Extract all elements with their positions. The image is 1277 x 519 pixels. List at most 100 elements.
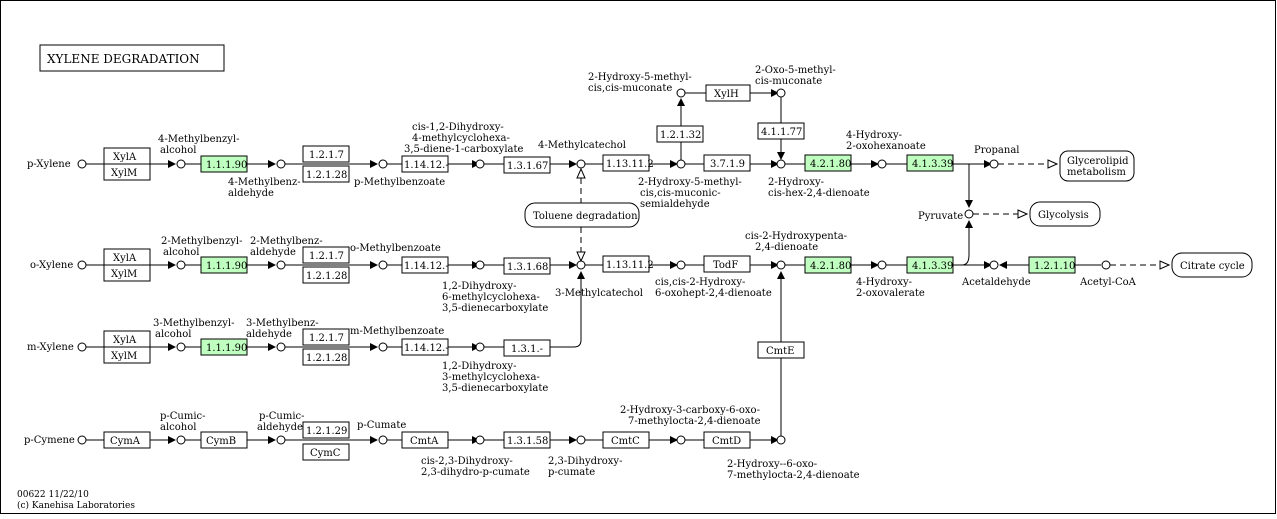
pathway-label[interactable]: metabolism <box>1067 167 1126 178</box>
enzyme-box[interactable] <box>503 257 551 275</box>
enzyme-box[interactable] <box>103 431 151 449</box>
compound-label[interactable]: 1,2-Dihydroxy- <box>442 361 516 372</box>
compound-label[interactable]: m-Methylbenzoate <box>350 326 444 337</box>
enzyme-label[interactable]: 4.2.1.80 <box>810 159 851 170</box>
compound-label[interactable]: cis,cis-muconic- <box>640 188 721 199</box>
compound-node[interactable] <box>276 342 286 352</box>
compound-label[interactable]: 2-Hydroxy-5-methyl- <box>588 72 692 83</box>
enzyme-label[interactable]: XylM <box>111 351 137 362</box>
enzyme-box[interactable] <box>302 165 350 183</box>
enzyme-label[interactable]: XylA <box>113 335 137 346</box>
enzyme-box[interactable] <box>757 341 805 359</box>
compound-node[interactable] <box>877 260 887 270</box>
enzyme-label[interactable]: XylH <box>714 89 739 100</box>
enzyme-label[interactable]: CmtC <box>611 436 640 447</box>
enzyme-label[interactable]: 1.2.1.7 <box>309 251 344 262</box>
enzyme-label[interactable]: 1.2.1.28 <box>306 170 347 181</box>
compound-label[interactable]: cis,cis-muconate <box>588 83 672 94</box>
pathway-label[interactable]: Glycolysis <box>1038 210 1089 221</box>
enzyme-label[interactable]: 4.1.3.39 <box>912 261 953 272</box>
compound-node[interactable] <box>989 159 999 169</box>
compound-node[interactable] <box>776 159 786 169</box>
compound-node[interactable] <box>475 342 485 352</box>
compound-node[interactable] <box>676 159 686 169</box>
compound-node[interactable] <box>776 88 786 98</box>
enzyme-label[interactable]: 1.2.1.28 <box>306 271 347 282</box>
enzyme-box[interactable] <box>302 145 350 163</box>
enzyme-box[interactable] <box>200 431 248 449</box>
compound-label[interactable]: 3-Methylcatechol <box>555 288 643 299</box>
compound-label[interactable]: cis-muconate <box>755 76 822 87</box>
compound-node[interactable] <box>77 260 87 270</box>
compound-label[interactable]: cis-1,2-Dihydroxy- <box>412 122 504 133</box>
compound-label[interactable]: o-Methylbenzoate <box>350 243 441 254</box>
compound-label[interactable]: 4-Hydroxy- <box>846 130 902 141</box>
enzyme-box[interactable] <box>1028 256 1076 274</box>
enzyme-box[interactable] <box>103 163 151 181</box>
compound-node[interactable] <box>676 88 686 98</box>
compound-label[interactable]: 2-oxovalerate <box>856 288 925 299</box>
compound-node[interactable] <box>378 260 388 270</box>
enzyme-label[interactable]: CmtD <box>712 436 741 447</box>
enzyme-label[interactable]: CmtE <box>766 346 794 357</box>
enzyme-label[interactable]: 1.2.1.10 <box>1034 261 1075 272</box>
compound-label[interactable]: 6-methylcyclohexa- <box>442 292 540 303</box>
compound-label[interactable]: p-Methylbenzoate <box>354 177 445 188</box>
enzyme-label[interactable]: 1.1.1.90 <box>206 261 247 272</box>
compound-label[interactable]: 2-Hydroxy-5-methyl- <box>638 177 742 188</box>
pathway-label[interactable]: Toluene degradation <box>533 211 638 222</box>
compound-label[interactable]: alcohol <box>163 247 199 258</box>
enzyme-box[interactable] <box>602 431 650 449</box>
compound-node[interactable] <box>776 260 786 270</box>
enzyme-box[interactable] <box>804 154 852 172</box>
enzyme-label[interactable]: XylM <box>111 168 137 179</box>
compound-label[interactable]: 3-Methylbenz- <box>246 318 319 329</box>
compound-node[interactable] <box>576 435 586 445</box>
enzyme-label[interactable]: CmtA <box>410 436 439 447</box>
enzyme-label[interactable]: 1.14.12.- <box>404 160 449 171</box>
enzyme-label[interactable]: TodF <box>713 260 738 271</box>
enzyme-box[interactable] <box>705 84 751 102</box>
compound-label[interactable]: alcohol <box>160 422 196 433</box>
enzyme-label[interactable]: 1.3.1.58 <box>507 436 548 447</box>
compound-label[interactable]: 4-Methylbenz- <box>228 177 301 188</box>
enzyme-box[interactable] <box>503 156 551 174</box>
compound-label[interactable]: p-cumate <box>548 467 595 478</box>
compound-label[interactable]: 3-Methylbenzyl- <box>153 318 234 329</box>
enzyme-label[interactable]: 1.14.12.- <box>404 343 449 354</box>
compound-label[interactable]: 2,4-dienoate <box>755 242 818 253</box>
compound-node[interactable] <box>176 342 186 352</box>
enzyme-box[interactable] <box>906 256 954 274</box>
pathway-box[interactable] <box>1029 201 1101 227</box>
compound-label[interactable]: p-Cumic- <box>259 411 305 422</box>
enzyme-label[interactable]: 1.3.1.67 <box>507 161 548 172</box>
compound-node[interactable] <box>475 435 485 445</box>
enzyme-label[interactable]: 1.13.11.2 <box>606 159 654 170</box>
enzyme-box[interactable] <box>703 255 751 273</box>
compound-label[interactable]: 7-methylocta-2,4-dienoate <box>727 470 860 481</box>
enzyme-label[interactable]: 1.13.11.2 <box>606 260 654 271</box>
compound-label[interactable]: alcohol <box>155 329 191 340</box>
compound-label[interactable]: p-Xylene <box>27 159 71 170</box>
compound-label[interactable]: o-Xylene <box>30 260 73 271</box>
compound-label[interactable]: p-Cymene <box>24 435 75 446</box>
pathway-box[interactable] <box>1171 252 1253 278</box>
enzyme-box[interactable] <box>503 339 551 357</box>
compound-node[interactable] <box>176 260 186 270</box>
compound-node[interactable] <box>176 159 186 169</box>
enzyme-label[interactable]: 1.3.1.68 <box>507 262 548 273</box>
enzyme-box[interactable] <box>656 125 704 143</box>
pathway-label[interactable]: Citrate cycle <box>1180 261 1245 272</box>
compound-node[interactable] <box>77 159 87 169</box>
compound-node[interactable] <box>378 435 388 445</box>
enzyme-box[interactable] <box>804 256 852 274</box>
compound-label[interactable]: 3,5-dienecarboxylate <box>442 303 548 314</box>
enzyme-box[interactable] <box>602 154 650 172</box>
enzyme-label[interactable]: 1.1.1.90 <box>206 160 247 171</box>
compound-label[interactable]: aldehyde <box>250 247 296 258</box>
enzyme-box[interactable] <box>302 348 350 366</box>
enzyme-box[interactable] <box>302 246 350 264</box>
enzyme-box[interactable] <box>503 431 551 449</box>
enzyme-label[interactable]: XylA <box>113 253 137 264</box>
pathway-box[interactable] <box>524 202 640 228</box>
